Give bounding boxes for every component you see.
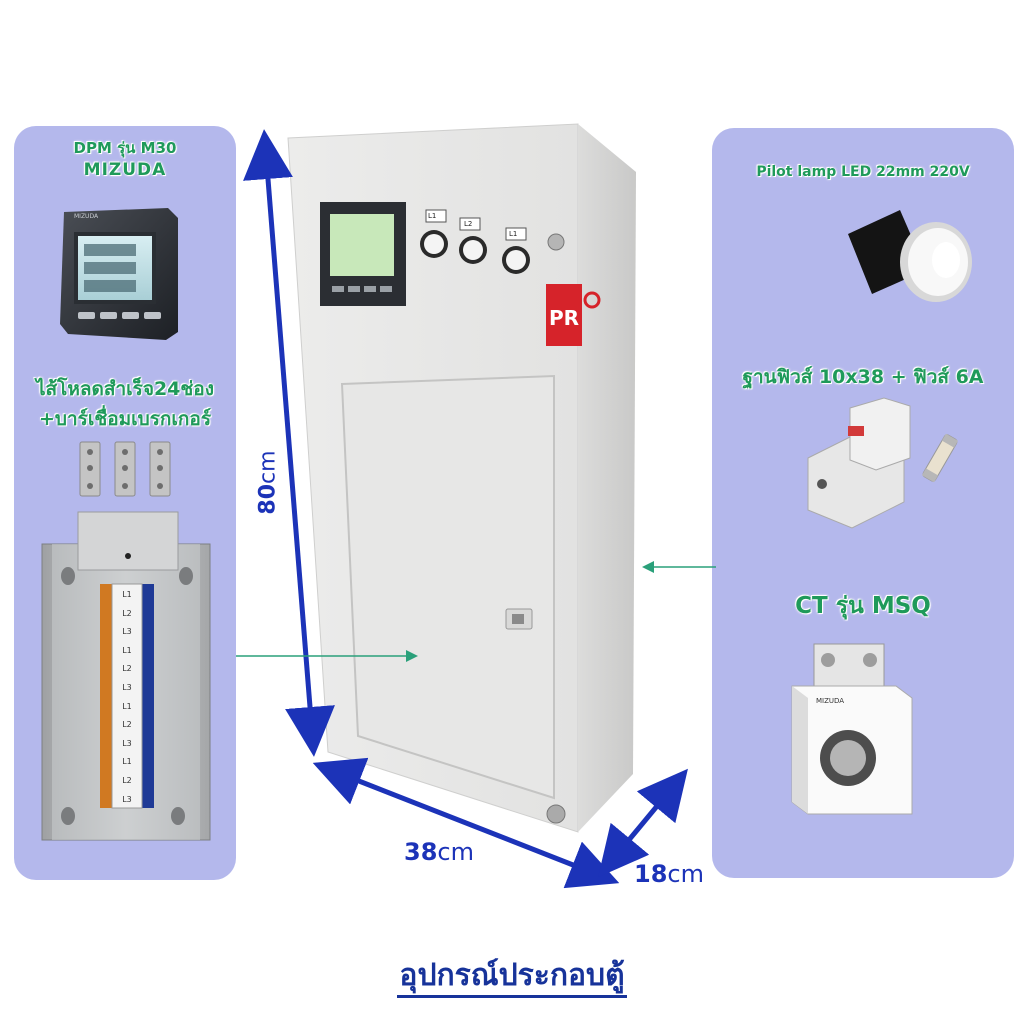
height-value: 80 [255, 483, 281, 515]
phase-label: L1 [122, 701, 132, 711]
width-dimension-label: 38cm [404, 838, 474, 866]
load-center-label-line2: +บาร์เชื่อมเบรกเกอร์ [38, 408, 212, 430]
pilot-lamp-label: Pilot lamp LED 22mm 220V [756, 164, 970, 180]
fuse-holder-image [807, 397, 959, 529]
dpm-meter-image [60, 208, 178, 340]
width-arrow [312, 757, 620, 889]
phase-label: L3 [122, 682, 132, 692]
phase-label: L2 [122, 720, 132, 730]
cabinet-image [287, 123, 636, 833]
page-title-text: อุปกรณ์ประกอบตู้ [397, 958, 627, 998]
height-dimension-label: 80cm [256, 443, 281, 523]
ct-label: CT รุ่น MSQ [795, 593, 931, 619]
phase-label: L1 [122, 645, 132, 655]
cabinet-lamp-label-2: L2 [464, 220, 473, 228]
phase-label: L1 [122, 590, 132, 599]
depth-value: 18 [634, 860, 668, 888]
cabinet-logo: PR [549, 306, 580, 330]
load-center-chassis-image [41, 511, 211, 841]
cabinet-lamp-label-1: L1 [428, 212, 437, 220]
cabinet-lamp-label-3: L1 [509, 230, 518, 238]
phase-label: L2 [122, 664, 132, 674]
height-arrow [243, 129, 335, 757]
phase-label: L3 [122, 738, 132, 748]
fuse-label: ฐานฟิวส์ 10x38 + ฟิวส์ 6A [742, 366, 984, 388]
width-unit: cm [437, 838, 474, 866]
phase-label: L2 [122, 608, 132, 618]
dpm-device-brand: MIZUDA [74, 213, 99, 220]
depth-arrow [598, 768, 688, 878]
depth-unit: cm [667, 860, 704, 888]
phase-label: L2 [122, 775, 132, 785]
ct-device-brand: MIZUDA [816, 697, 845, 705]
load-center-label-line1: ไส้โหลดสำเร็จ24ช่อง [36, 378, 214, 400]
depth-dimension-label: 18cm [634, 860, 704, 888]
busbar-links-image [79, 441, 171, 497]
phase-label: L3 [122, 794, 132, 804]
dpm-brand: MIZUDA [83, 160, 167, 180]
phase-label-list: L1 L2 L3 L1 L2 L3 L1 L2 L3 L1 L2 L3 [113, 586, 141, 809]
phase-label: L3 [122, 627, 132, 637]
dpm-title: DPM รุ่น M30 [73, 139, 177, 157]
width-value: 38 [404, 838, 438, 866]
phase-label: L1 [122, 757, 132, 767]
ct-image [791, 643, 913, 815]
pilot-lamp-image [848, 210, 972, 302]
height-unit: cm [255, 450, 281, 484]
page-title: อุปกรณ์ประกอบตู้ [0, 952, 1024, 999]
